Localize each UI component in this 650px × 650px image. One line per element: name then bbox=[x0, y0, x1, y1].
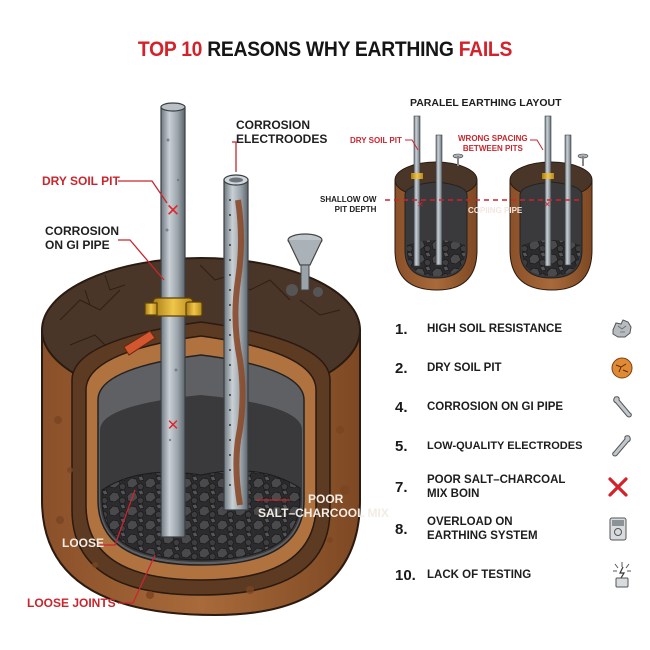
parallel-label-shallow-pit: SHALLOW OW PIT DEPTH bbox=[320, 195, 377, 214]
label-loose-joints: LOOSE JOINTS bbox=[27, 596, 116, 610]
multimeter-icon bbox=[605, 516, 631, 542]
reason-item-1: 1. HIGH SOIL RESISTANCE bbox=[395, 314, 635, 344]
main-leader-lines bbox=[100, 141, 290, 604]
svg-text:✕: ✕ bbox=[544, 200, 551, 209]
main-pit bbox=[41, 257, 361, 617]
tester-spark-icon bbox=[609, 562, 635, 588]
gi-pipe: ✕ ✕ bbox=[160, 102, 186, 538]
reason-item-8: 8. OVERLOAD ON EARTHING SYSTEM bbox=[395, 512, 635, 546]
label-corrosion-electrodes: CORROSION ELECTROODES bbox=[236, 118, 328, 146]
page-title: TOP 10 REASONS WHY EARTHING FAILS bbox=[26, 38, 624, 62]
wrench-icon bbox=[609, 394, 635, 420]
parallel-label-wrong-spacing: WRONG SPACING BETWEEN PITS bbox=[458, 134, 528, 153]
parallel-layout-title: PARALEL EARTHING LAYOUT bbox=[410, 97, 562, 109]
parallel-label-dry-soil-pit: DRY SOIL PIT bbox=[350, 136, 402, 145]
label-loose: LOOSE bbox=[62, 536, 105, 550]
title-part-fails: FAILS bbox=[458, 38, 513, 61]
x-mark-dry-soil: ✕ bbox=[166, 201, 180, 221]
reason-item-10: 10. LACK OF TESTING bbox=[395, 560, 635, 590]
label-dry-soil-pit: DRY SOIL PIT bbox=[42, 174, 120, 188]
rocks-icon bbox=[609, 316, 635, 342]
reason-item-2: 2. DRY SOIL PIT bbox=[395, 353, 635, 383]
funnel-icon bbox=[286, 233, 323, 297]
cracked-soil-icon bbox=[609, 355, 635, 381]
title-part-middle: REASONS WHY EARTHING bbox=[202, 38, 459, 61]
red-x-icon bbox=[605, 474, 631, 500]
pipe-clamp bbox=[123, 297, 203, 356]
label-corrosion-gi-pipe: CORROSION ON GI PIPE bbox=[45, 224, 120, 252]
parallel-label-coping-pipe: COPIING PIPE bbox=[468, 206, 523, 215]
reason-item-4: 4. CORROSION ON GI PIPE bbox=[395, 392, 635, 422]
corroded-electrode bbox=[223, 174, 249, 511]
svg-text:✕: ✕ bbox=[417, 200, 424, 209]
wrench-icon bbox=[609, 433, 635, 459]
title-part-top10: TOP 10 bbox=[137, 38, 203, 61]
x-mark-pit: ✕ bbox=[167, 416, 180, 434]
reason-item-7: 7. POOR SALT–CHARCOAL MIX BOIN bbox=[395, 470, 635, 504]
label-poor-salt-charcoal-mix: POOR SALT–CHARCOOL MIX bbox=[258, 492, 389, 520]
reason-item-5: 5. LOW-QUALITY ELECTRODES bbox=[395, 431, 635, 461]
